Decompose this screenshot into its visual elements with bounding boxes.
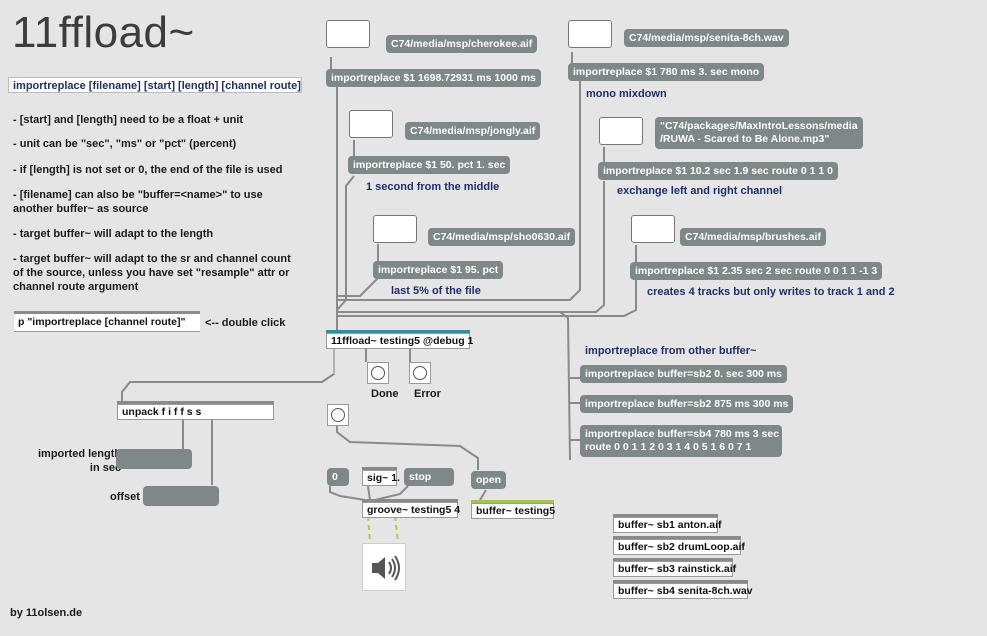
note-length-default: - if [length] is not set or 0, the end o… — [13, 164, 283, 176]
note-adapt-length: - target buffer~ will adapt to the lengt… — [13, 228, 214, 240]
path-message-sho[interactable]: C74/media/msp/sho0630.aif — [428, 228, 576, 246]
note-start-length: - [start] and [length] need to be a floa… — [13, 114, 244, 126]
imported-length-number[interactable] — [116, 449, 192, 469]
note-buffer-source: - [filename] can also be "buffer=<name>"… — [13, 189, 263, 215]
filename-trigger-senita[interactable] — [568, 20, 612, 48]
buffer-sb3[interactable]: buffer~ sb3 rainstick.aif — [613, 558, 736, 577]
importreplace-message-5[interactable]: importreplace $1 10.2 sec 1.9 sec route … — [598, 162, 838, 180]
done-label: Done — [371, 388, 399, 400]
importreplace-message-6[interactable]: importreplace $1 2.35 sec 2 sec route 0 … — [630, 262, 883, 280]
path-message-cherokee[interactable]: C74/media/msp/cherokee.aif — [386, 35, 538, 53]
path-message-brushes[interactable]: C74/media/msp/brushes.aif — [680, 228, 826, 246]
dac-speaker[interactable] — [362, 543, 406, 591]
error-bang[interactable] — [409, 362, 431, 384]
play-bang[interactable] — [327, 404, 349, 426]
filename-trigger-brushes[interactable] — [631, 215, 675, 243]
caption-four-tracks: creates 4 tracks but only writes to trac… — [647, 286, 895, 298]
usage-header: importreplace [filename] [start] [length… — [8, 77, 302, 93]
caption-last-five: last 5% of the file — [391, 285, 481, 297]
stop-message[interactable]: stop — [404, 468, 454, 486]
note-adapt-sr: - target buffer~ will adapt to the sr an… — [13, 253, 291, 293]
importreplace-message-2[interactable]: importreplace $1 50. pct 1. sec — [348, 156, 511, 174]
unpack-object[interactable]: unpack f i f f s s — [117, 401, 274, 420]
filename-trigger-cherokee[interactable] — [326, 20, 370, 48]
filename-trigger-ruwa[interactable] — [599, 117, 643, 145]
open-message[interactable]: open — [471, 471, 507, 489]
caption-exchange: exchange left and right channel — [617, 185, 783, 197]
credit: by 11olsen.de — [10, 607, 83, 619]
caption-middle: 1 second from the middle — [366, 181, 500, 193]
buffer-testing-object[interactable]: buffer~ testing5 — [471, 500, 555, 519]
patch-title: 11ffload~ — [12, 8, 195, 57]
offset-number[interactable] — [143, 486, 219, 506]
buffer-import-message-2[interactable]: importreplace buffer=sb2 875 ms 300 ms — [580, 395, 794, 413]
double-click-hint: <-- double click — [205, 317, 286, 329]
done-bang[interactable] — [367, 362, 389, 384]
buffer-sb2[interactable]: buffer~ sb2 drumLoop.aif — [613, 536, 745, 555]
buffer-import-message-1[interactable]: importreplace buffer=sb2 0. sec 300 ms — [580, 365, 787, 383]
importreplace-message-1[interactable]: importreplace $1 1698.72931 ms 1000 ms — [326, 69, 541, 87]
imported-length-label: imported length in sec — [38, 448, 122, 474]
importreplace-message-4[interactable]: importreplace $1 780 ms 3. sec mono — [568, 63, 765, 81]
importreplace-message-3[interactable]: importreplace $1 95. pct — [373, 261, 504, 279]
groove-object[interactable]: groove~ testing5 4 — [362, 499, 460, 518]
buffer-sb4[interactable]: buffer~ sb4 senita-8ch.wav — [613, 580, 753, 599]
path-message-jongly[interactable]: C74/media/msp/jongly.aif — [405, 122, 541, 140]
caption-other-buffer: importreplace from other buffer~ — [585, 345, 757, 357]
path-message-senita[interactable]: C74/media/msp/senita-8ch.wav — [624, 29, 789, 47]
speaker-icon — [372, 555, 400, 581]
sig-object[interactable]: sig~ 1. — [362, 467, 400, 486]
error-label: Error — [414, 388, 441, 400]
path-message-ruwa[interactable]: "C74/packages/MaxIntroLessons/media /RUW… — [655, 117, 863, 149]
filename-trigger-sho[interactable] — [373, 215, 417, 243]
caption-mono: mono mixdown — [586, 88, 667, 100]
offset-label: offset — [110, 491, 140, 503]
buffer-sb1[interactable]: buffer~ sb1 anton.aif — [613, 514, 722, 533]
filename-trigger-jongly[interactable] — [349, 110, 393, 138]
subpatcher-channel-route[interactable]: p "importreplace [channel route]" — [14, 311, 200, 332]
zero-message[interactable]: 0 — [327, 468, 349, 486]
note-unit: - unit can be "sec", "ms" or "pct" (perc… — [13, 138, 237, 150]
ffload-object[interactable]: 11ffload~ testing5 @debug 1 — [326, 330, 473, 349]
buffer-import-message-3[interactable]: importreplace buffer=sb4 780 ms 3 sec ro… — [580, 425, 782, 457]
